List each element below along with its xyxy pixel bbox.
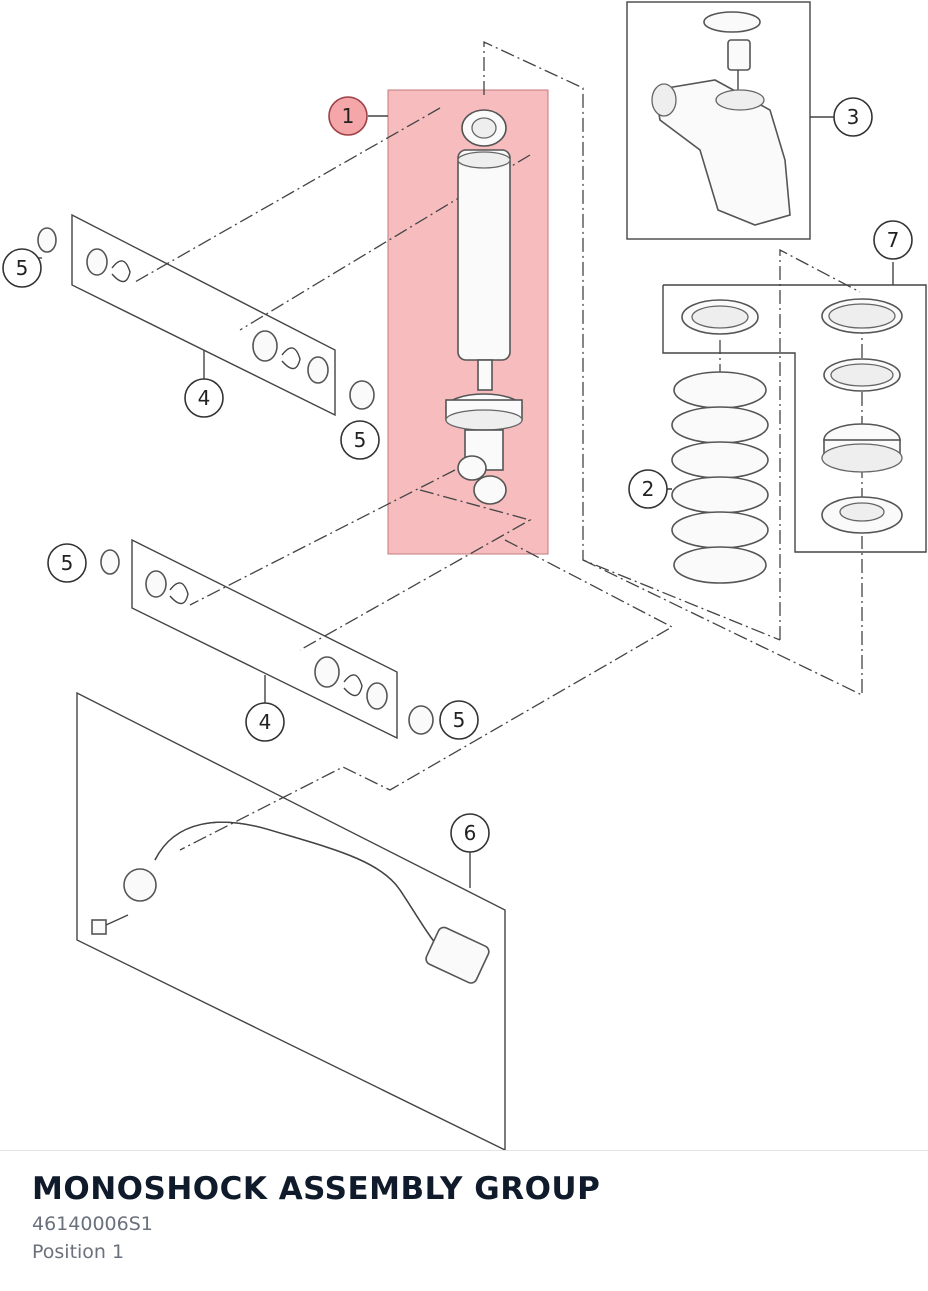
callout-3[interactable]: 3 [833,97,873,137]
callout-5-lower-right[interactable]: 5 [439,700,479,740]
callout-2[interactable]: 2 [628,469,672,509]
callout-4-upper[interactable]: 4 [184,378,224,418]
callout-label-3: 3 [847,105,860,129]
callout-5-upper-left[interactable]: 5 [2,248,42,288]
callout-label-5-lower-right: 5 [453,708,466,732]
callout-label-5-upper-right: 5 [354,428,367,452]
callout-5-lower-left[interactable]: 5 [47,543,87,583]
spring-rings-box [662,262,927,553]
position-label: Position 1 [32,1241,125,1263]
callout-7[interactable]: 7 [873,220,913,260]
callout-1[interactable]: 1 [328,96,388,136]
callout-5-upper-right[interactable]: 5 [340,420,380,460]
callout-label-4-lower: 4 [259,710,272,734]
shock-absorber-illustration [445,109,523,505]
callout-label-4-upper: 4 [198,386,211,410]
part-number: 46140006S1 [32,1213,153,1235]
callout-label-5-upper-left: 5 [16,256,29,280]
callout-label-1: 1 [342,104,355,128]
callout-6[interactable]: 6 [450,813,490,853]
lower-mount-hardware [100,538,434,740]
coil-spring [668,371,769,584]
callout-label-6: 6 [464,821,477,845]
assembly-title: MONOSHOCK ASSEMBLY GROUP [32,1171,601,1207]
callout-4-lower[interactable]: 4 [245,702,285,742]
caption-panel: MONOSHOCK ASSEMBLY GROUP 46140006S1 Posi… [0,1150,928,1291]
parts-diagram: 1 2 3 4 4 5 5 5 5 6 7 [2,1,927,1150]
callout-label-2: 2 [642,477,655,501]
wiring-harness-panel [76,691,506,1150]
callout-label-5-lower-left: 5 [61,551,74,575]
callout-label-7: 7 [887,228,900,252]
sensor-box [626,1,835,240]
upper-mount-hardware [37,213,375,417]
